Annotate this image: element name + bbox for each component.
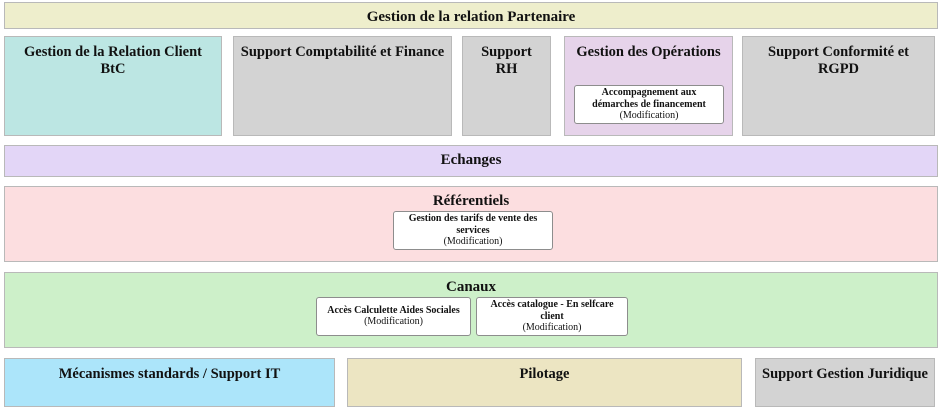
card-status: (Modification) (364, 316, 423, 328)
card-status: (Modification) (443, 236, 503, 248)
card-title: Accès catalogue - En selfcare client (490, 298, 614, 322)
capability-label: Gestion de la Relation Client BtC (23, 44, 203, 78)
band-card-acces-calculette-aides-sociales[interactable]: Accès Calculette Aides Sociales (Modific… (316, 297, 471, 336)
capability-label: Gestion des Opérations (576, 44, 721, 60)
capability-support-conformite-rgpd[interactable]: Support Conformité et RGPD (742, 36, 935, 136)
capability-gestion-relation-client-btc[interactable]: Gestion de la Relation Client BtC (4, 36, 222, 136)
band-echanges[interactable]: Echanges (4, 145, 938, 177)
band-label: Echanges (440, 152, 502, 168)
footer-pilotage[interactable]: Pilotage (347, 358, 742, 407)
footer-label: Pilotage (519, 366, 570, 382)
footer-mecanismes-standards-support-it[interactable]: Mécanismes standards / Support IT (4, 358, 335, 407)
band-card-gestion-tarifs-vente-services[interactable]: Gestion des tarifs de vente des services… (393, 211, 553, 250)
header-band-label: Gestion de la relation Partenaire (366, 9, 576, 25)
capability-label: Support Conformité et RGPD (768, 44, 909, 78)
band-label: Référentiels (432, 193, 510, 209)
footer-label: Support Gestion Juridique (762, 366, 928, 382)
capability-card-accompagnement-financement[interactable]: Accompagnement aux démarches de financem… (574, 85, 724, 124)
capability-label: Support Comptabilité et Finance (240, 44, 445, 60)
footer-support-gestion-juridique[interactable]: Support Gestion Juridique (755, 358, 935, 407)
header-band[interactable]: Gestion de la relation Partenaire (4, 2, 938, 29)
card-title: Accompagnement aux démarches de financem… (592, 86, 706, 110)
band-canaux[interactable]: Canaux Accès Calculette Aides Sociales (… (4, 272, 938, 348)
capability-support-rh[interactable]: Support RH (462, 36, 551, 136)
card-status: (Modification) (619, 110, 679, 122)
card-title: Accès Calculette Aides Sociales (327, 304, 460, 316)
capability-label: Support RH (481, 44, 532, 78)
capability-gestion-des-operations[interactable]: Gestion des Opérations Accompagnement au… (564, 36, 733, 136)
footer-label: Mécanismes standards / Support IT (58, 366, 281, 382)
band-card-acces-catalogue-selfcare-client[interactable]: Accès catalogue - En selfcare client (Mo… (476, 297, 628, 336)
card-status: (Modification) (522, 322, 582, 334)
band-label: Canaux (445, 279, 497, 295)
band-referentiels[interactable]: Référentiels Gestion des tarifs de vente… (4, 186, 938, 262)
card-title: Gestion des tarifs de vente des services (408, 212, 538, 236)
capability-support-comptabilite-finance[interactable]: Support Comptabilité et Finance (233, 36, 452, 136)
